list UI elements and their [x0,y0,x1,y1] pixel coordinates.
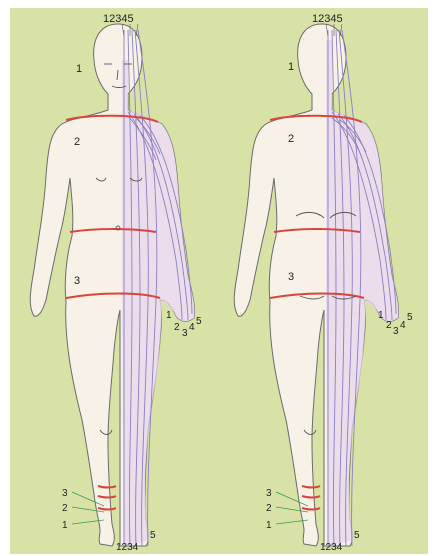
back-ankle-3-label: 3 [266,488,272,499]
front-hand-2-label: 2 [174,322,180,333]
back-hand-4-label: 4 [400,320,406,331]
front-zone-3-label: 3 [74,275,80,287]
front-hand-5-label: 5 [196,316,202,327]
back-toe-numbers: 1234 [320,542,343,553]
back-hand-1-label: 1 [378,310,384,321]
front-zone-1-label: 1 [76,63,82,75]
front-channel-numbers-top: 12345 [103,13,134,25]
front-ankle-2-label: 2 [62,503,68,514]
front-ankle-3-label: 3 [62,488,68,499]
back-hand-5-label: 5 [407,312,413,323]
front-hand-4-label: 4 [189,322,195,333]
back-toe-5-label: 5 [354,530,360,541]
front-toe-numbers: 1234 [116,542,139,553]
back-hand-3-label: 3 [393,326,399,337]
front-toe-5-label: 5 [150,530,156,541]
back-zone-3-label: 3 [288,271,294,283]
back-zone-1-label: 1 [288,61,294,73]
front-hand-1-label: 1 [166,310,172,321]
back-zone-2-label: 2 [288,133,294,145]
front-hand-3-label: 3 [182,328,188,339]
back-hand-2-label: 2 [386,320,392,331]
front-ankle-1-label: 1 [62,520,68,531]
back-ankle-2-label: 2 [266,503,272,514]
front-zone-2-label: 2 [74,136,80,148]
back-channel-numbers-top: 12345 [312,13,343,25]
back-ankle-1-label: 1 [266,520,272,531]
